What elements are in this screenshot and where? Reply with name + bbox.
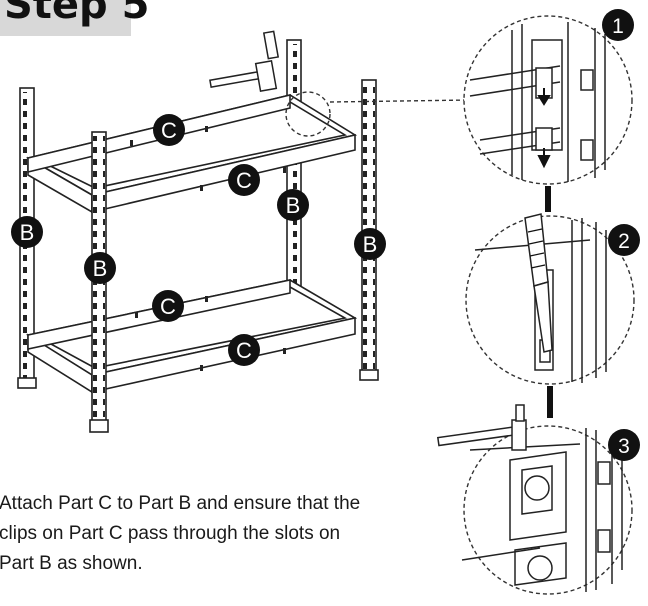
part-label-right-rear-b: B xyxy=(277,189,309,221)
instruction-line: Attach Part C to Part B and ensure that … xyxy=(0,493,361,514)
detail-view-3: 3 xyxy=(436,404,640,595)
detail-view-1: 1 xyxy=(463,9,634,185)
part-label-text: C xyxy=(236,338,252,363)
detail-step-number: 1 xyxy=(612,15,624,38)
step-header-band: Step 5 xyxy=(0,0,149,36)
part-label-bottom-front-c: C xyxy=(228,334,260,366)
part-label-text: B xyxy=(20,220,35,245)
hammer-icon xyxy=(209,30,280,93)
instruction-line: Part B as shown. xyxy=(0,553,143,574)
part-label-left-front-b: B xyxy=(84,252,116,284)
part-label-top-front-c: C xyxy=(228,164,260,196)
part-label-text: B xyxy=(286,193,301,218)
instruction-line: clips on Part C pass through the slots o… xyxy=(0,523,341,544)
part-label-top-back-c: C xyxy=(153,114,185,146)
detail-view-2: 2 xyxy=(465,213,640,385)
part-label-text: B xyxy=(363,232,378,257)
part-label-left-rear-b: B xyxy=(11,216,43,248)
part-label-text: C xyxy=(236,168,252,193)
hammer-icon xyxy=(436,404,527,451)
step-title: Step 5 xyxy=(4,0,150,28)
part-label-text: C xyxy=(161,118,177,143)
part-label-text: B xyxy=(93,256,108,281)
detail-step-number: 3 xyxy=(618,435,630,458)
part-label-bottom-back-c: C xyxy=(152,290,184,322)
detail-step-number: 2 xyxy=(618,230,630,253)
bottom-shelf xyxy=(25,279,358,394)
part-label-text: C xyxy=(160,294,176,319)
part-label-right-front-b: B xyxy=(354,228,386,260)
instruction-text: Attach Part C to Part B and ensure that … xyxy=(0,489,439,579)
callout-pointer xyxy=(285,91,471,137)
top-shelf xyxy=(25,93,358,214)
shelving-unit xyxy=(17,39,379,433)
